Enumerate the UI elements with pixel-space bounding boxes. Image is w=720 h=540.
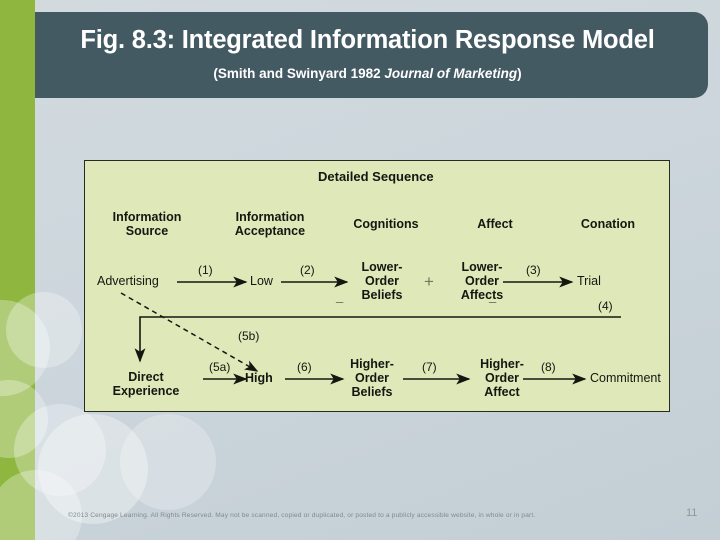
path-label-5b: (5b)	[238, 329, 260, 343]
slide-subtitle: (Smith and Swinyard 1982 Journal of Mark…	[35, 66, 700, 81]
node-higher-order-beliefs-line1: Higher-	[350, 357, 394, 371]
node-low: Low	[250, 274, 273, 288]
diagram-connectors	[120, 276, 621, 385]
path-label-5a: (5a)	[209, 360, 231, 374]
node-lower-order-beliefs-line1: Lower-	[361, 260, 403, 274]
footer-copyright: ©2013 Cengage Learning. All Rights Reser…	[68, 512, 536, 519]
left-accent-bar	[0, 0, 35, 540]
figure-inner: Detailed Sequence Information Source Inf…	[85, 161, 669, 411]
footer-page-number: 11	[686, 507, 698, 519]
decorative-circle	[120, 414, 216, 510]
column-header-information-acceptance-line2: Acceptance	[234, 224, 306, 238]
path-label-1: (1)	[198, 263, 213, 277]
subtitle-prefix: (Smith and Swinyard 1982	[213, 66, 385, 81]
decorative-circle	[38, 414, 148, 524]
node-high: High	[245, 371, 273, 385]
node-trial: Trial	[577, 274, 601, 288]
operator-minus-affects: _	[489, 289, 497, 304]
column-header-information-source-line1: Information	[112, 210, 182, 224]
node-commitment: Commitment	[590, 371, 661, 385]
column-header-affect: Affect	[477, 217, 513, 231]
path-label-2: (2)	[300, 263, 315, 277]
node-higher-order-affect-line3: Affect	[484, 385, 520, 399]
arrow-path-5b-dashed	[120, 292, 259, 372]
column-header-information-source-line2: Source	[125, 224, 169, 238]
node-direct-experience-line2: Experience	[112, 384, 180, 398]
node-lower-order-beliefs-line2: Order	[364, 274, 400, 288]
subtitle-journal: Journal of Marketing	[384, 66, 518, 81]
operator-minus-beliefs: _	[336, 289, 344, 304]
slide-title: Fig. 8.3: Integrated Information Respons…	[80, 26, 655, 54]
node-direct-experience-line1: Direct	[128, 370, 164, 384]
node-higher-order-beliefs-line3: Beliefs	[351, 385, 393, 399]
figure-heading: Detailed Sequence	[318, 169, 434, 184]
node-lower-order-affects-line3: Affects	[460, 288, 504, 302]
title-banner: Fig. 8.3: Integrated Information Respons…	[35, 12, 708, 98]
node-advertising: Advertising	[97, 274, 159, 288]
column-header-conation: Conation	[580, 217, 636, 231]
column-header-cognitions: Cognitions	[353, 217, 419, 231]
node-higher-order-beliefs-line2: Order	[354, 371, 390, 385]
node-higher-order-affect-line1: Higher-	[480, 357, 524, 371]
column-header-information-acceptance-line1: Information	[235, 210, 305, 224]
operator-plus: +	[424, 272, 434, 291]
node-lower-order-affects-line1: Lower-	[461, 260, 503, 274]
path-label-6: (6)	[297, 360, 312, 374]
path-label-8: (8)	[541, 360, 556, 374]
node-lower-order-beliefs-line3: Beliefs	[361, 288, 403, 302]
node-lower-order-affects-line2: Order	[464, 274, 500, 288]
path-label-4: (4)	[598, 299, 613, 313]
path-label-3: (3)	[526, 263, 541, 277]
arrow-path-4	[134, 316, 621, 363]
node-higher-order-affect-line2: Order	[484, 371, 520, 385]
figure-panel: Detailed Sequence Information Source Inf…	[84, 160, 670, 412]
subtitle-suffix: )	[517, 66, 522, 81]
path-label-7: (7)	[422, 360, 437, 374]
